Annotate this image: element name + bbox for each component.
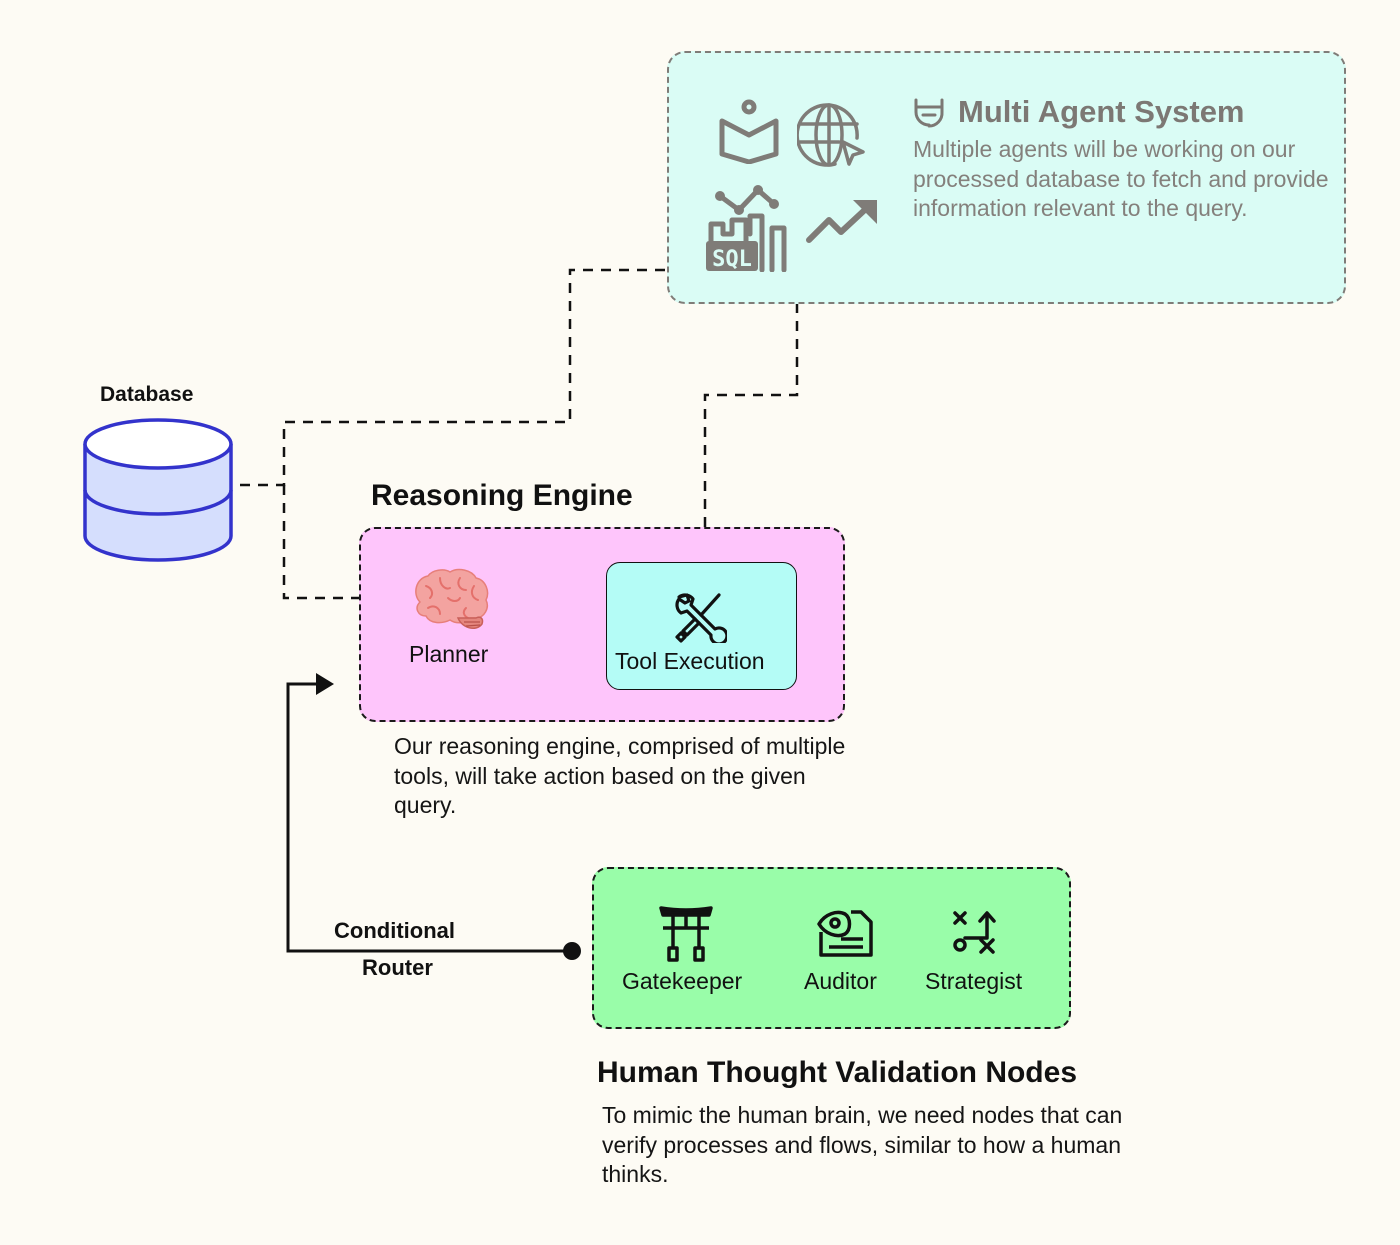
validation-nodes-title: Human Thought Validation Nodes [597, 1056, 1077, 1089]
database-icon [83, 418, 233, 562]
node-label-auditor: Auditor [804, 968, 877, 994]
reasoning-engine-description: Our reasoning engine, comprised of multi… [394, 733, 846, 818]
svg-text:SQL: SQL [712, 247, 752, 272]
reading-book-icon [719, 99, 779, 164]
wire-database-to-agents [222, 268, 668, 487]
router-arrowhead [316, 673, 334, 695]
strategy-play-icon [953, 911, 996, 954]
tool-execution-label: Tool Execution [615, 648, 765, 674]
sql-analytics-icon: SQL [706, 185, 787, 272]
reasoning-engine-title: Reasoning Engine [371, 479, 633, 512]
validation-nodes-description: To mimic the human brain, we need nodes … [602, 1102, 1123, 1187]
planner-label: Planner [409, 641, 489, 667]
multi-agent-title: Multi Agent System [958, 94, 1245, 129]
multi-agent-description: Multiple agents will be working on our p… [913, 136, 1329, 221]
wire-engine-to-agents [703, 304, 799, 527]
brain-icon [415, 568, 489, 629]
node-label-strategist: Strategist [925, 968, 1023, 994]
globe-cursor-icon [797, 103, 865, 167]
agent-mask-icon [914, 98, 944, 128]
router-label-line1: Conditional [334, 918, 455, 943]
torii-gate-icon [659, 906, 713, 962]
node-label-gatekeeper: Gatekeeper [622, 968, 743, 994]
document-eye-icon [817, 910, 873, 957]
router-endpoint-dot [563, 942, 581, 960]
database-label: Database [100, 383, 194, 406]
trending-up-icon [806, 200, 877, 243]
multi-agent-system-box [667, 51, 1346, 304]
tools-icon [675, 593, 727, 643]
router-label-line2: Router [362, 955, 433, 980]
wire-database-to-engine [282, 485, 360, 600]
